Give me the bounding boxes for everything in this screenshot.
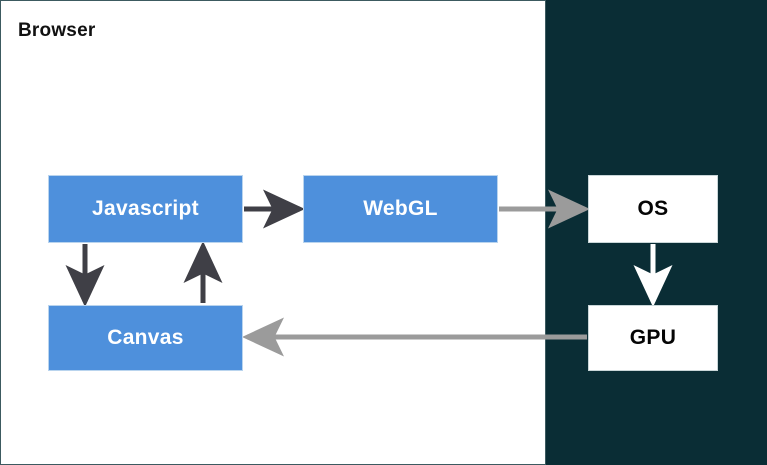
node-os-label: OS <box>637 197 669 220</box>
node-javascript-label: Javascript <box>92 197 199 220</box>
node-gpu-label: GPU <box>629 326 677 349</box>
node-javascript[interactable]: Javascript <box>48 175 243 243</box>
node-canvas-label: Canvas <box>107 326 184 349</box>
node-gpu[interactable]: GPU <box>588 305 718 371</box>
node-os[interactable]: OS <box>588 175 718 243</box>
node-webgl[interactable]: WebGL <box>303 175 498 243</box>
node-webgl-label: WebGL <box>363 197 438 220</box>
region-browser-title: Browser <box>18 20 96 41</box>
node-canvas[interactable]: Canvas <box>48 305 243 371</box>
